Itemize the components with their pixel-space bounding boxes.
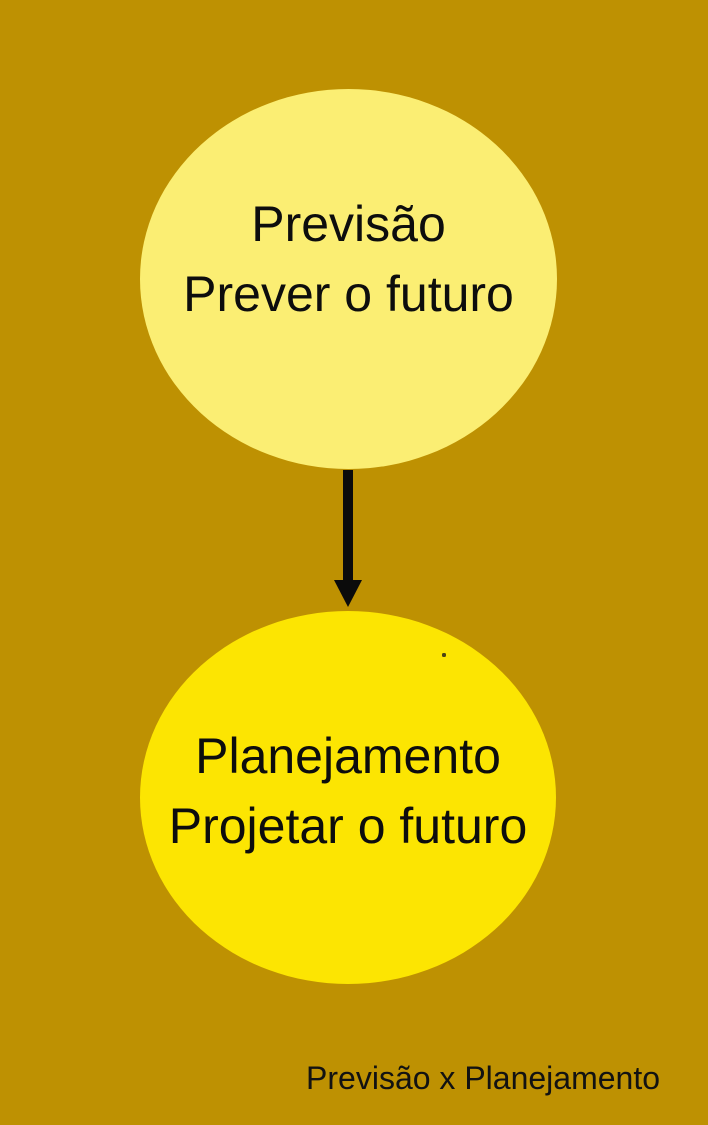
planejamento-subtitle: Projetar o futuro	[168, 797, 528, 854]
down-arrow-icon	[334, 470, 362, 607]
planejamento-node: Planejamento Projetar o futuro	[140, 611, 556, 984]
planejamento-node-text: Planejamento Projetar o futuro	[169, 721, 528, 861]
planejamento-title: Planejamento	[195, 727, 501, 784]
previsao-subtitle: Prever o futuro	[183, 266, 514, 322]
speck-artifact	[442, 653, 446, 657]
previsao-node: Previsão Prever o futuro	[140, 89, 557, 469]
arrow-shaft	[343, 470, 353, 582]
caption: Previsão x Planejamento	[306, 1060, 660, 1096]
previsao-node-text: Previsão Prever o futuro	[183, 189, 514, 329]
arrow-head	[334, 580, 362, 607]
previsao-title: Previsão	[251, 196, 446, 252]
